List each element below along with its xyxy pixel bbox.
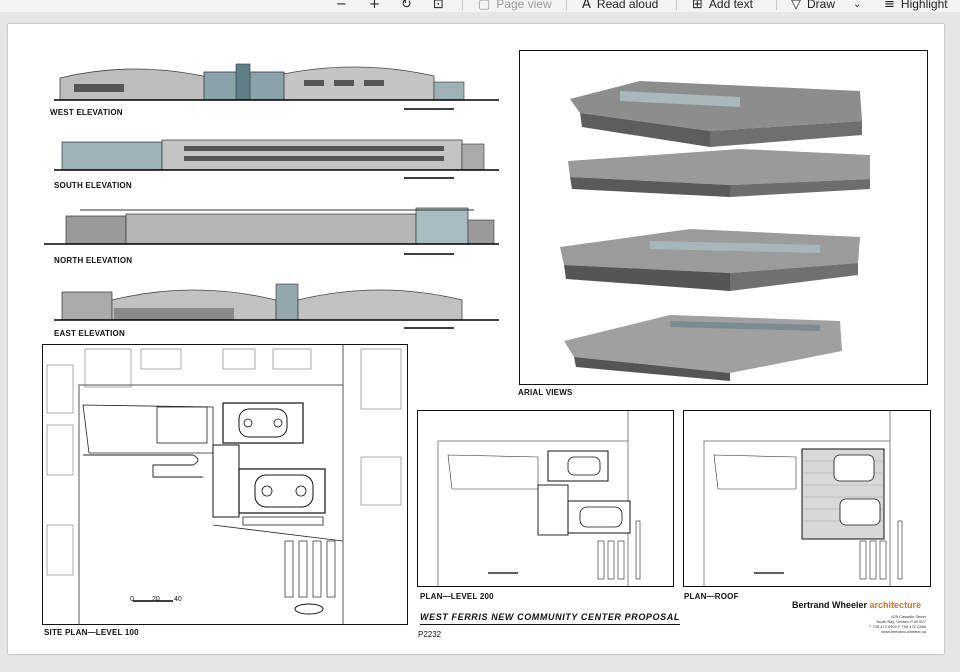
draw-options-dropdown[interactable]: ⌄ [853,0,867,12]
add-text-label: Add text [708,0,753,11]
toolbar-divider [676,0,677,10]
minus-icon: − [336,0,347,12]
toolbar-divider [462,0,463,10]
north-elevation-label: NORTH ELEVATION [54,256,133,265]
toolbar-divider [566,0,567,10]
plan-level-200-label: PLAN—LEVEL 200 [420,592,494,601]
plan-roof-label: PLAN—ROOF [684,592,739,601]
highlight-button[interactable]: ≡ Highlight [884,0,948,12]
toolbar-divider [776,0,777,10]
firm-suffix: architecture [869,600,922,610]
draw-icon: ▽ [791,0,801,12]
fit-page-icon: ⊡ [433,0,444,12]
plus-icon: + [369,0,380,12]
site-plan-scale-0: 0 [130,596,134,603]
firm-name: Bertrand Wheeler [792,600,868,610]
firm-address-line: www.bertrand-wheeler.ca [881,629,926,634]
chevron-down-icon: ⌄ [853,0,862,10]
west-elevation-label: WEST ELEVATION [50,108,123,117]
firm-address-line: 825 Cassells Street [891,614,926,619]
west-elevation-drawing [54,63,499,110]
east-elevation-drawing [54,283,499,329]
project-title: WEST FERRIS NEW COMMUNITY CENTER PROPOSA… [420,612,680,625]
highlight-label: Highlight [900,0,948,11]
firm-logo: Bertrand Wheeler architecture [792,600,921,610]
south-elevation-label: SOUTH ELEVATION [54,181,132,190]
highlight-icon: ≡ [884,0,895,12]
aerial-views-render [560,81,870,381]
plan-level-200-panel [417,410,674,587]
add-text-icon: ⊞ [692,0,703,12]
page-view-icon: ▢ [478,0,491,12]
firm-address-line: T 705 472 0900 F 705 472 2486 [868,624,926,629]
arial-views-label: ARIAL VIEWS [518,388,573,397]
north-elevation-drawing [44,207,499,255]
firm-address: 825 Cassells Street North Bay, Ontario P… [869,614,926,634]
site-plan-scale-20: 20 [152,596,160,603]
south-elevation-drawing [54,139,499,179]
read-aloud-button[interactable]: A Read aloud [582,0,658,12]
draw-button[interactable]: ▽ Draw [791,0,835,12]
site-plan-level-100-drawing [46,345,402,624]
fit-page-button[interactable]: ⊡ [433,0,450,12]
viewer-toolbar: − + ↻ ⊡ ▢ Page view A Read aloud ⊞ Add text… [0,0,960,12]
plan-level-200-drawing [437,411,641,586]
aerial-view-1 [570,81,862,147]
zoom-in-button[interactable]: + [369,0,386,12]
site-plan-label: SITE PLAN—LEVEL 100 [44,628,139,637]
plan-roof-panel [683,410,931,587]
rotate-button[interactable]: ↻ [401,0,418,12]
aerial-view-3 [560,229,860,291]
aerial-view-2 [568,149,870,197]
read-aloud-icon: A [582,0,591,12]
page-view-label: Page view [496,0,552,11]
project-number: P2232 [418,630,442,639]
document-page: WEST ELEVATION SOUTH ELEVATION NORTH ELE… [8,24,944,654]
aerial-views-panel [519,50,928,385]
rotate-icon: ↻ [401,0,412,12]
plan-roof-drawing [703,411,903,586]
page-view-button[interactable]: ▢ Page view [478,0,552,12]
zoom-out-button[interactable]: − [336,0,353,12]
draw-label: Draw [807,0,836,11]
add-text-button[interactable]: ⊞ Add text [692,0,753,12]
read-aloud-label: Read aloud [596,0,659,11]
site-plan-scale-40: 40 [174,596,182,603]
aerial-view-4 [564,315,842,381]
site-plan-level-100-panel [42,344,408,625]
east-elevation-label: EAST ELEVATION [54,329,125,338]
firm-address-line: North Bay, Ontario P1B 5Z7 [876,619,926,624]
